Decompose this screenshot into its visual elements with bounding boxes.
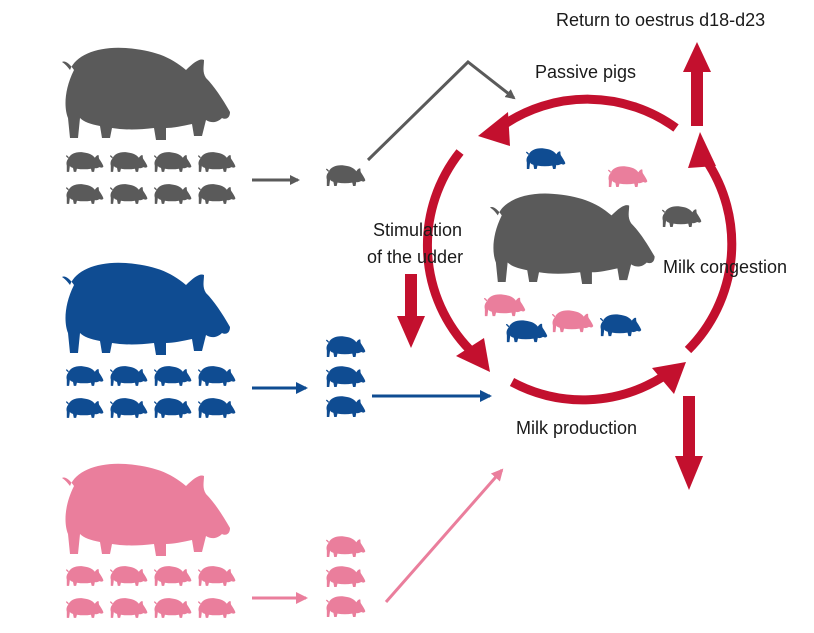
passive-pigs-label: Passive pigs bbox=[535, 62, 636, 82]
inner-piglet-blue-1 bbox=[526, 148, 566, 169]
arrowhead-left bbox=[456, 338, 490, 372]
stimulation-label-line2: of the udder bbox=[367, 247, 463, 267]
inner-piglet-pink-2 bbox=[484, 294, 526, 317]
inner-piglet-grey-1 bbox=[662, 206, 702, 227]
blue-litter bbox=[66, 366, 236, 418]
blue-sow-icon bbox=[62, 262, 230, 355]
return-oestrus-arrow bbox=[683, 42, 711, 126]
arrowhead-right bbox=[688, 132, 716, 168]
milk-congestion-label: Milk congestion bbox=[663, 257, 787, 277]
inner-piglet-blue-2 bbox=[506, 320, 548, 343]
cycle-ring bbox=[422, 94, 737, 405]
grey-litter bbox=[66, 152, 236, 204]
return-oestrus-label: Return to oestrus d18-d23 bbox=[556, 10, 765, 30]
cycle-arrowheads bbox=[456, 112, 716, 394]
stimulation-label-line1: Stimulation bbox=[373, 220, 462, 240]
blue-output-piglets bbox=[326, 336, 366, 417]
arrowhead-bottom bbox=[652, 362, 686, 394]
grey-output-piglet bbox=[326, 165, 366, 186]
inner-piglet-pink-3 bbox=[552, 310, 594, 333]
pink-sow-icon bbox=[62, 463, 230, 556]
grey-path-arrow bbox=[366, 60, 516, 162]
milk-production-label: Milk production bbox=[516, 418, 637, 438]
milk-production-arrow bbox=[675, 396, 703, 490]
stimulation-arrow bbox=[397, 274, 425, 348]
inner-piglet-pink-1 bbox=[608, 166, 648, 187]
center-sow-icon bbox=[490, 193, 655, 284]
inner-piglet-blue-3 bbox=[600, 314, 642, 337]
pink-path-arrow bbox=[384, 468, 504, 603]
grey-sow-icon bbox=[62, 47, 230, 140]
pink-litter bbox=[66, 566, 236, 618]
pink-output-piglets bbox=[326, 536, 366, 617]
arrowhead-top bbox=[478, 112, 510, 146]
